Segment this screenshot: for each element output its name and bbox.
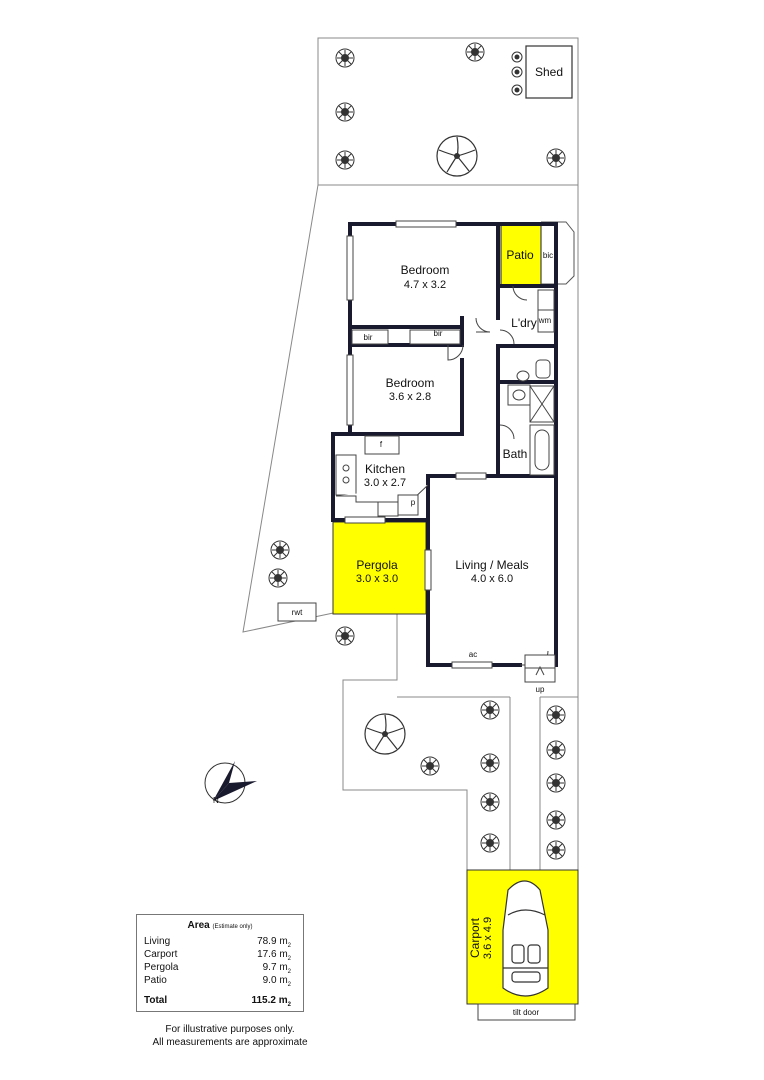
rwt-label: rwt xyxy=(292,608,303,617)
area-row: Patio 9.0 m2 xyxy=(144,975,291,988)
highlighted-areas xyxy=(332,223,579,1005)
bath-label: Bath xyxy=(503,447,528,461)
north-label: N xyxy=(213,796,219,805)
shed-label: Shed xyxy=(535,65,563,79)
living-label: Living / Meals xyxy=(455,558,528,572)
carport-label: Carport xyxy=(468,917,482,958)
up-label: up xyxy=(536,685,545,694)
tilt-door-label: tilt door xyxy=(513,1008,540,1017)
car xyxy=(502,880,549,997)
patio-label: Patio xyxy=(506,248,534,262)
pergola-dims: 3.0 x 3.0 xyxy=(356,573,398,585)
disclaimer-line-2: All measurements are approximate xyxy=(152,1037,308,1048)
pergola-label: Pergola xyxy=(356,558,398,572)
area-row: Carport 17.6 m2 xyxy=(144,949,291,962)
area-summary-table: Area (Estimate only) Living 78.9 m2 Carp… xyxy=(136,914,304,1012)
kitchen-dims: 3.0 x 2.7 xyxy=(364,477,406,489)
fridge-label: f xyxy=(380,440,383,449)
bic-label: bic xyxy=(543,251,553,260)
area-title: Area (Estimate only) xyxy=(187,920,253,931)
fixtures xyxy=(277,289,576,1021)
room-labels: Bedroom 4.7 x 3.2 Patio bic L'dry wm bir… xyxy=(292,248,553,1017)
living-dims: 4.0 x 6.0 xyxy=(471,573,513,585)
bedroom1-label: Bedroom xyxy=(401,263,450,277)
shed: Shed xyxy=(525,45,573,99)
laundry-label: L'dry xyxy=(511,316,537,330)
disclaimer-line-1: For illustrative purposes only. xyxy=(165,1024,295,1035)
area-row: Living 78.9 m2 xyxy=(144,936,291,949)
bedroom2-label: Bedroom xyxy=(386,376,435,390)
windows xyxy=(344,220,493,669)
bir1-label: bir xyxy=(364,333,373,342)
carport-dims: 3.6 x 4.9 xyxy=(482,917,494,959)
bir2-label: bir xyxy=(434,329,443,338)
ac-label: ac xyxy=(469,650,477,659)
wm-label: wm xyxy=(538,316,552,325)
bedroom2-dims: 3.6 x 2.8 xyxy=(389,391,431,403)
pantry-label: p xyxy=(411,498,416,507)
property-boundary xyxy=(242,37,579,871)
area-total-row: Total 115.2 m2 xyxy=(144,995,291,1008)
bedroom1-dims: 4.7 x 3.2 xyxy=(404,279,446,291)
area-row: Pergola 9.7 m2 xyxy=(144,962,291,975)
north-arrow-icon: N xyxy=(204,761,257,805)
kitchen-label: Kitchen xyxy=(365,462,405,476)
